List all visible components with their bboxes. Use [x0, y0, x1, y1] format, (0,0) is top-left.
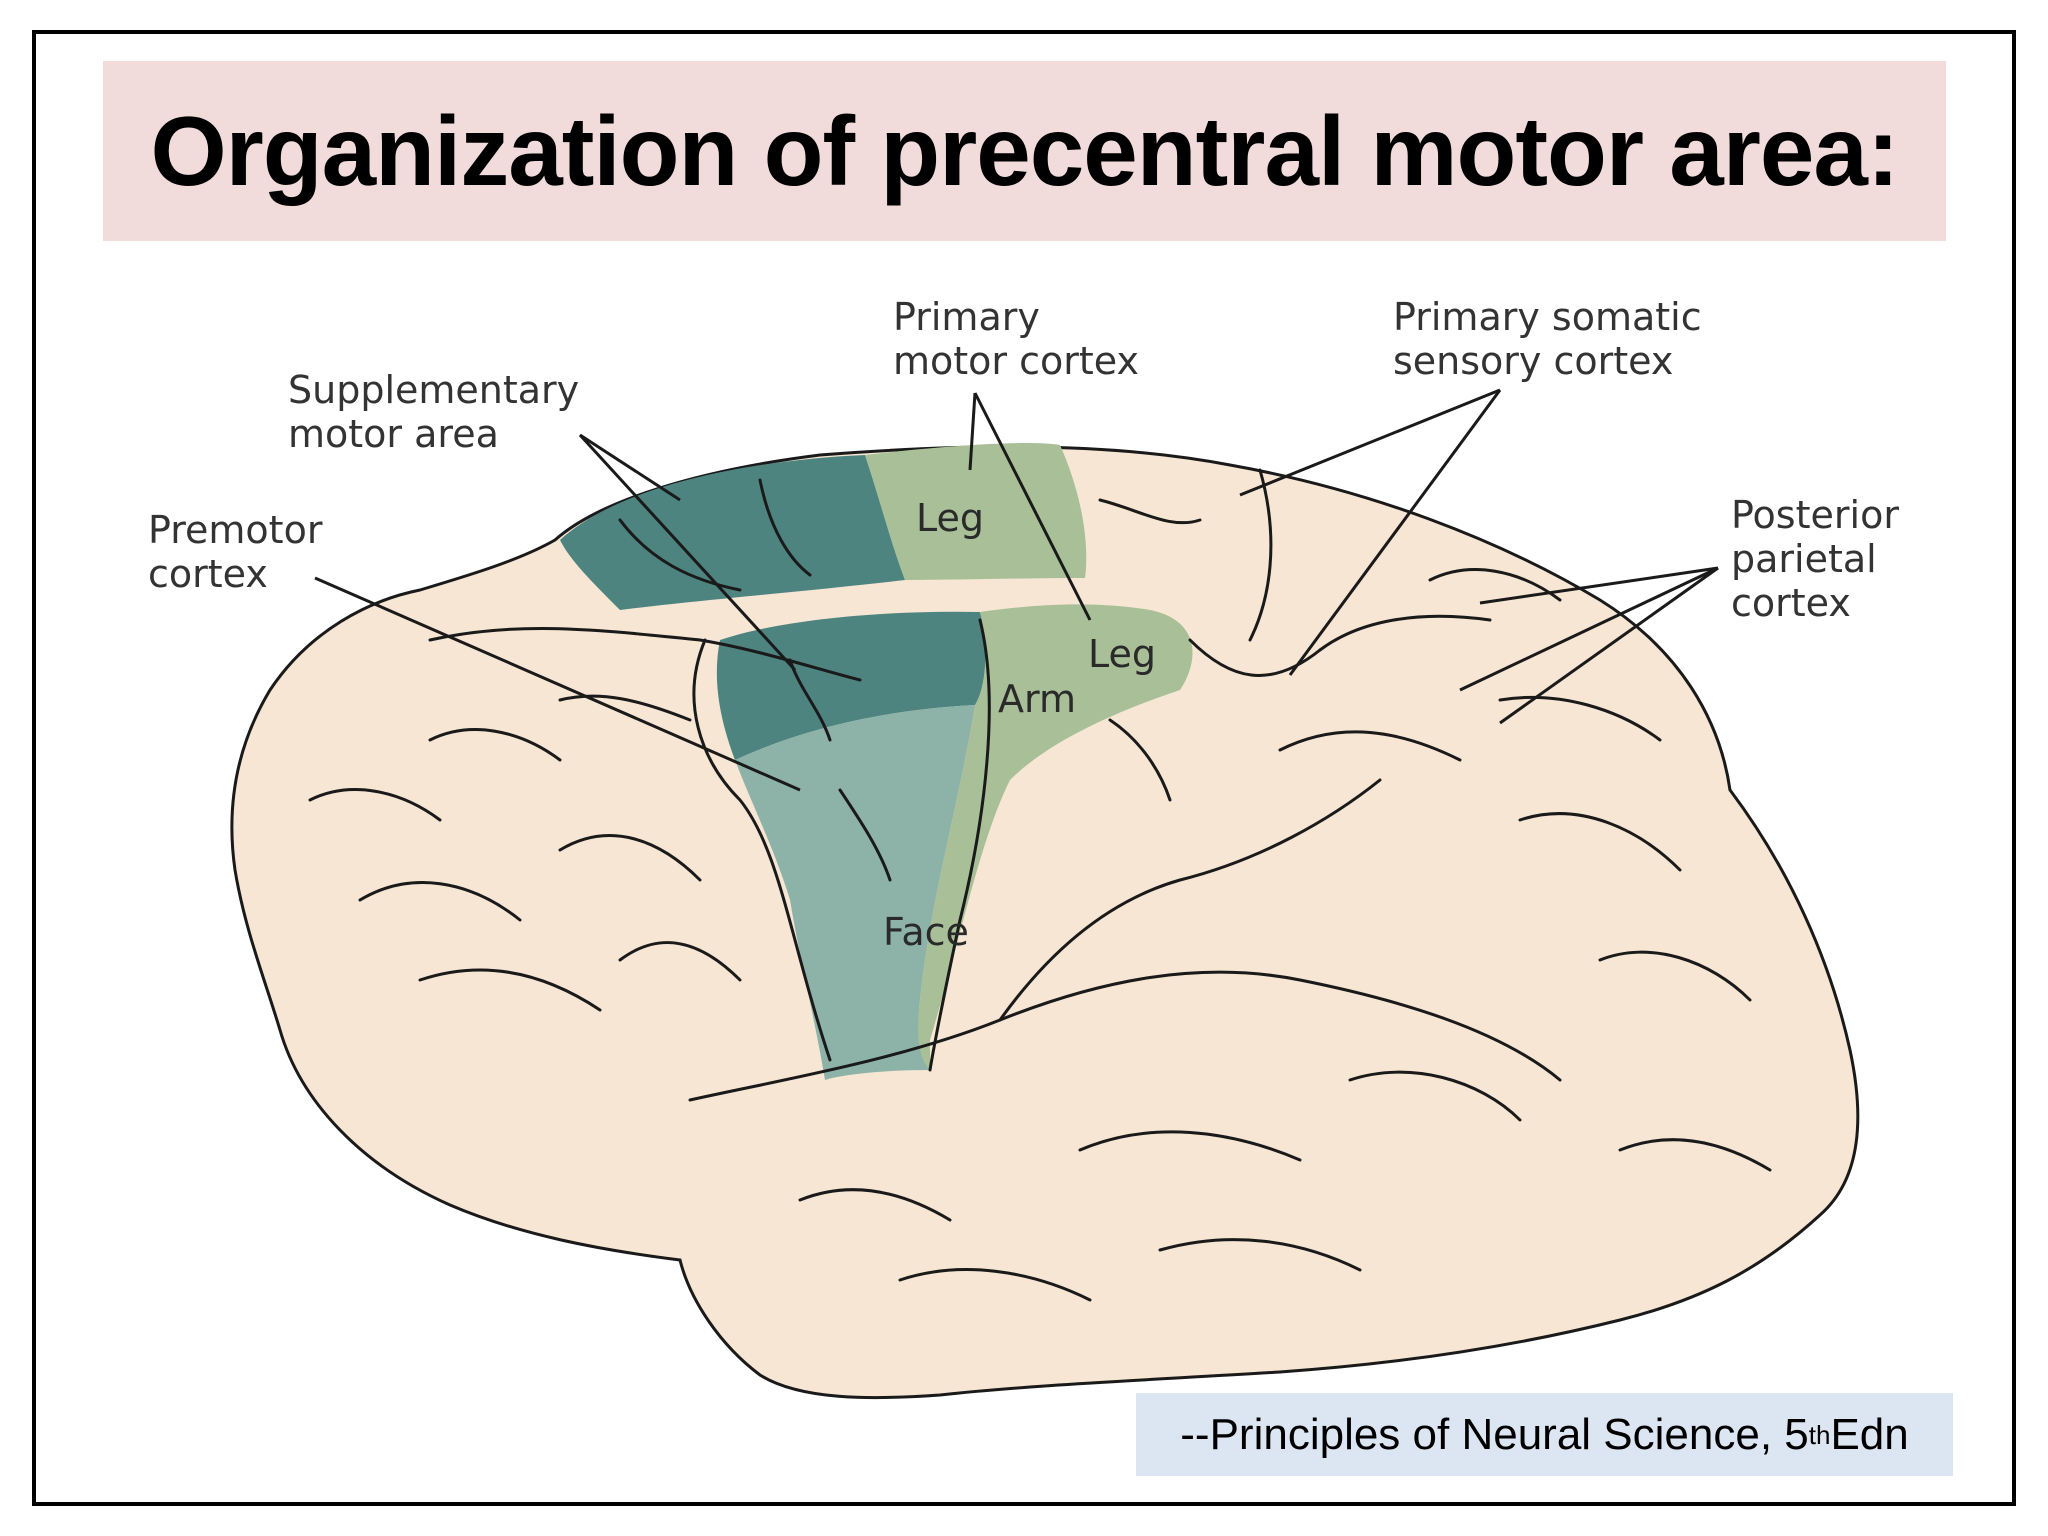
- pointer-lines: [314, 388, 1719, 792]
- label-line: sensory cortex: [1393, 339, 1674, 383]
- label-supplementary-motor-area: Supplementary motor area: [288, 368, 579, 456]
- region-label-face: Face: [883, 910, 969, 954]
- title-banner: Organization of precentral motor area:: [103, 61, 1946, 241]
- label-primary-motor-cortex: Primary motor cortex: [893, 295, 1139, 383]
- brain-outline: [230, 445, 1860, 1400]
- label-line: Primary: [893, 295, 1040, 339]
- label-primary-somatic-sensory-cortex: Primary somatic sensory cortex: [1393, 295, 1702, 383]
- region-label-leg-lateral: Leg: [1088, 632, 1157, 676]
- label-posterior-parietal-cortex: Posterior parietal cortex: [1731, 493, 1899, 625]
- label-line: motor cortex: [893, 339, 1139, 383]
- brain-sulci: [308, 468, 1772, 1302]
- citation-suffix: Edn: [1830, 1409, 1909, 1459]
- citation-prefix: --Principles of Neural Science, 5: [1180, 1409, 1809, 1459]
- slide-title: Organization of precentral motor area:: [150, 95, 1899, 206]
- label-line: Primary somatic: [1393, 295, 1702, 339]
- label-line: motor area: [288, 412, 499, 456]
- label-line: Posterior: [1731, 493, 1899, 537]
- label-line: cortex: [1731, 581, 1851, 625]
- label-line: Premotor: [148, 508, 323, 552]
- region-label-leg-medial: Leg: [916, 496, 985, 540]
- premotor-lower-region: [735, 705, 975, 1080]
- label-line: Supplementary: [288, 368, 580, 412]
- supplementary-motor-area-region: [560, 455, 905, 610]
- primary-motor-lateral-region: [918, 604, 1193, 1070]
- label-line: cortex: [148, 552, 268, 596]
- region-label-arm: Arm: [998, 677, 1076, 721]
- label-premotor-cortex: Premotor cortex: [148, 508, 322, 596]
- premotor-upper-region: [716, 611, 986, 760]
- primary-motor-leg-medial-region: [865, 443, 1087, 580]
- label-line: parietal: [1731, 537, 1877, 581]
